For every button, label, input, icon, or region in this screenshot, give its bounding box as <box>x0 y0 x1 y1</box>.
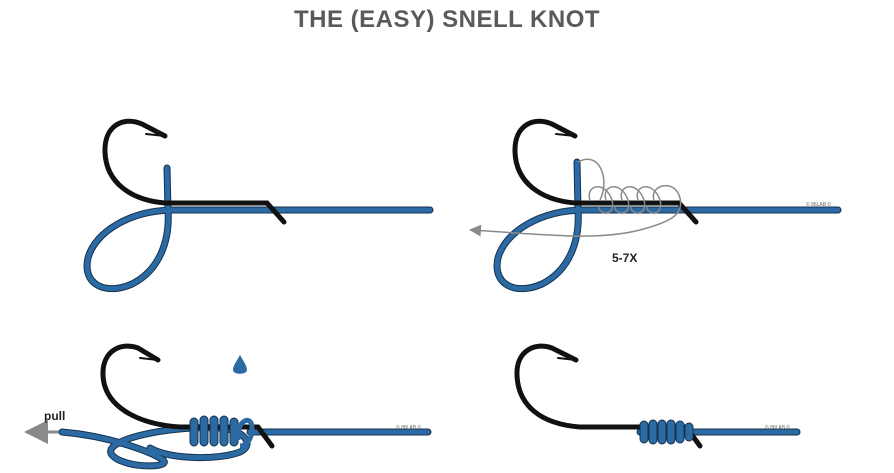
hook-icon <box>512 118 699 225</box>
water-drop-icon <box>233 355 247 374</box>
hook-icon <box>100 343 275 449</box>
knot-coils <box>639 419 694 445</box>
hook-icon <box>514 343 703 449</box>
wrap-guide <box>469 158 682 237</box>
watermark: © 88LAB © <box>806 201 831 208</box>
hook-icon <box>102 118 287 225</box>
watermark: © 88LAB © <box>396 424 421 431</box>
step-1 <box>83 118 434 293</box>
fishing-line <box>83 164 434 293</box>
page-title: THE (EASY) SNELL KNOT <box>293 6 601 33</box>
wrap-count-label: 5-7X <box>612 251 637 265</box>
step-4: © 88LAB © <box>514 343 801 449</box>
pull-label: pull <box>44 409 65 423</box>
watermark: © 88LAB © <box>765 424 790 431</box>
step-2: 5-7X © 88LAB © <box>469 118 842 293</box>
fishing-line <box>58 424 432 470</box>
knot-coils <box>189 415 255 449</box>
fishing-line <box>493 158 842 293</box>
step-3: pull © 88LAB © <box>24 343 432 470</box>
